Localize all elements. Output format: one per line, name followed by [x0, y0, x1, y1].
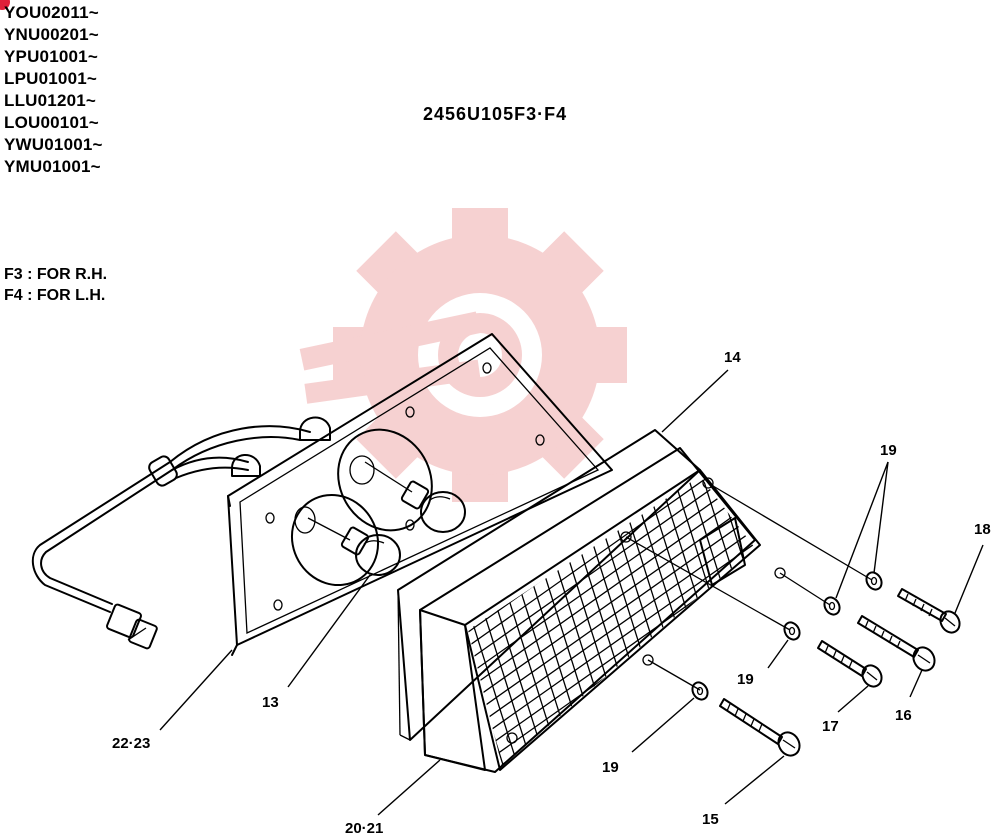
- callout-19: 19: [737, 671, 754, 688]
- washer-19: [783, 621, 801, 641]
- screw-16: [857, 615, 936, 672]
- serial-number: YPU01001~: [4, 47, 98, 66]
- serial-number: YMU01001~: [4, 157, 101, 176]
- callout-16: 16: [895, 707, 912, 724]
- washer-19: [823, 596, 841, 616]
- bulb-lower: [307, 517, 401, 576]
- legend-item-f3: F3 : FOR R.H.: [4, 266, 108, 283]
- callout-19: 19: [602, 759, 619, 776]
- callout-15: 15: [702, 811, 719, 828]
- washer-19: [691, 681, 709, 701]
- callout-19: 19: [880, 442, 897, 459]
- connector-plug: [106, 603, 158, 650]
- callout-18: 18: [974, 521, 991, 538]
- callout-20-21: 20·21: [345, 820, 383, 837]
- callout-13: 13: [262, 694, 279, 711]
- assembly-centerlines: [625, 482, 873, 691]
- leader-lines: [159, 369, 984, 816]
- serial-number-list: YOU020⁠11~ YNU00201~ YPU01001~ LPU01001~…: [4, 2, 103, 178]
- wiring-harness: [31, 416, 331, 650]
- serial-number: LPU01001~: [4, 69, 98, 88]
- serial-number: LOU00101~: [4, 113, 99, 132]
- serial-number: YOU020⁠11~: [4, 3, 99, 22]
- bulb-upper: [364, 461, 466, 533]
- corner-badge: [0, 0, 10, 10]
- variant-legend: F3 : FOR R.H. F4 : FOR L.H.: [4, 264, 107, 306]
- lamp-housing: [227, 333, 613, 656]
- legend-item-f4: F4 : FOR L.H.: [4, 287, 106, 304]
- serial-number: YNU00201~: [4, 25, 99, 44]
- serial-number: YWU01001~: [4, 135, 103, 154]
- callout-14: 14: [724, 349, 741, 366]
- screw-18: [897, 588, 961, 634]
- screw-17: [817, 640, 883, 688]
- drawing-code: 2456U105F3·F4: [423, 104, 568, 124]
- serial-number: LLU01201~: [4, 91, 97, 110]
- callout-22-23: 22·23: [112, 735, 150, 752]
- watermark-gear-icon: [299, 208, 627, 502]
- callout-17: 17: [822, 718, 839, 735]
- screw-15: [719, 698, 801, 757]
- washer-19: [865, 571, 883, 591]
